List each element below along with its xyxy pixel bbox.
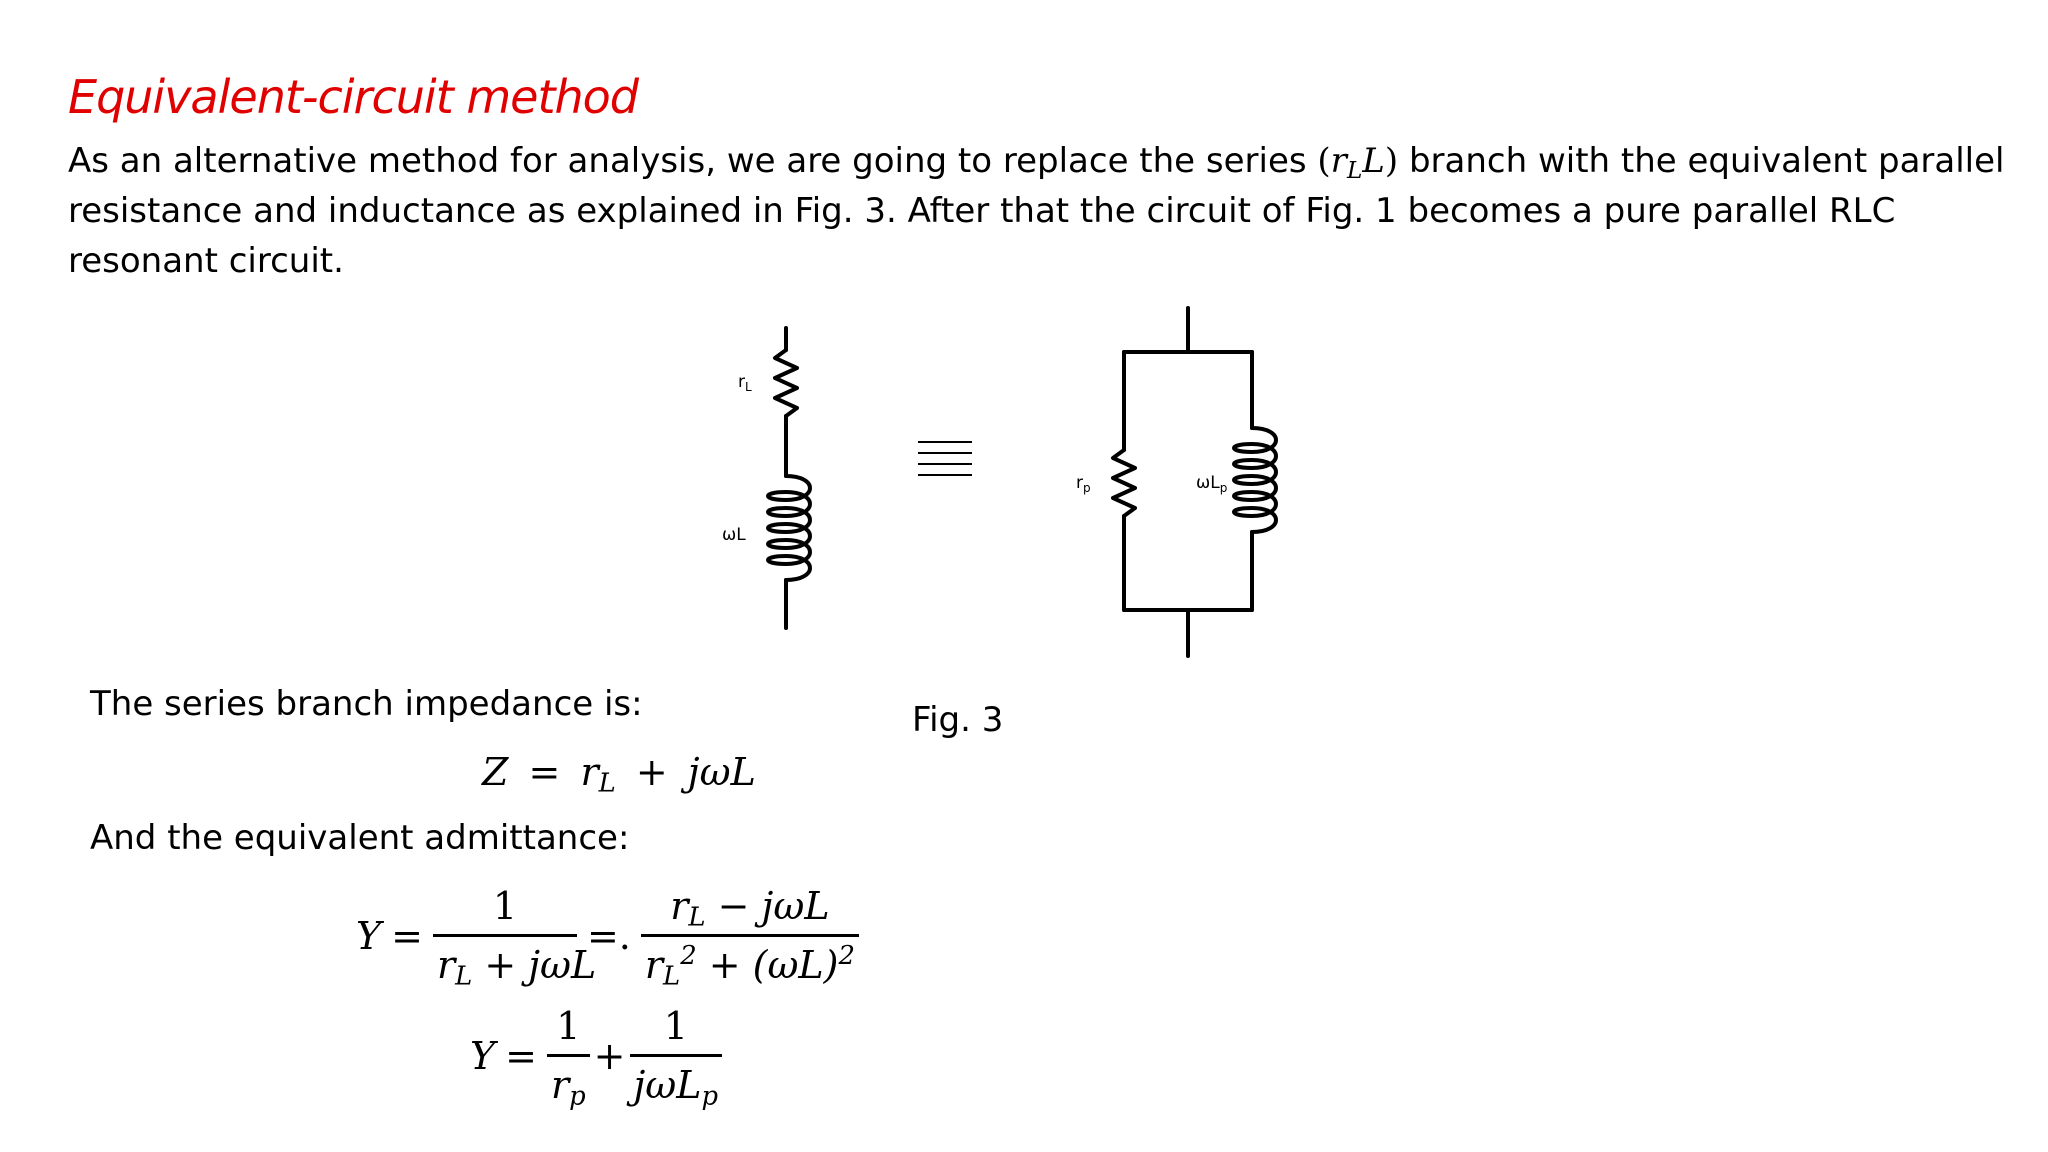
series-inductor-label: ωL (722, 525, 746, 545)
page-title: Equivalent-circuit method (68, 70, 639, 124)
parallel-inductor (1232, 426, 1278, 534)
intro-text-2: branch with the equivalent parallel resi… (68, 141, 2005, 281)
equivalence-symbol (918, 441, 972, 476)
intro-math-rl: (rLL) (1317, 141, 1399, 184)
parallel-resistor (1111, 448, 1137, 518)
series-inductor (766, 474, 812, 582)
figure-caption: Fig. 3 (912, 700, 1004, 740)
admittance-label: And the equivalent admittance: (90, 818, 630, 858)
equation-impedance: Z = rL + jωL (482, 750, 756, 799)
parallel-inductor-label: ωLp (1196, 473, 1227, 495)
parallel-resistor-label: rp (1076, 473, 1091, 495)
intro-paragraph: As an alternative method for analysis, w… (68, 136, 2028, 286)
series-resistor-label: rL (738, 372, 752, 394)
equivalence-glyph: ≡ (0, 0, 1, 1)
intro-text-1: As an alternative method for analysis, w… (68, 141, 1318, 181)
series-resistor (773, 348, 799, 418)
series-impedance-label: The series branch impedance is: (90, 684, 643, 724)
